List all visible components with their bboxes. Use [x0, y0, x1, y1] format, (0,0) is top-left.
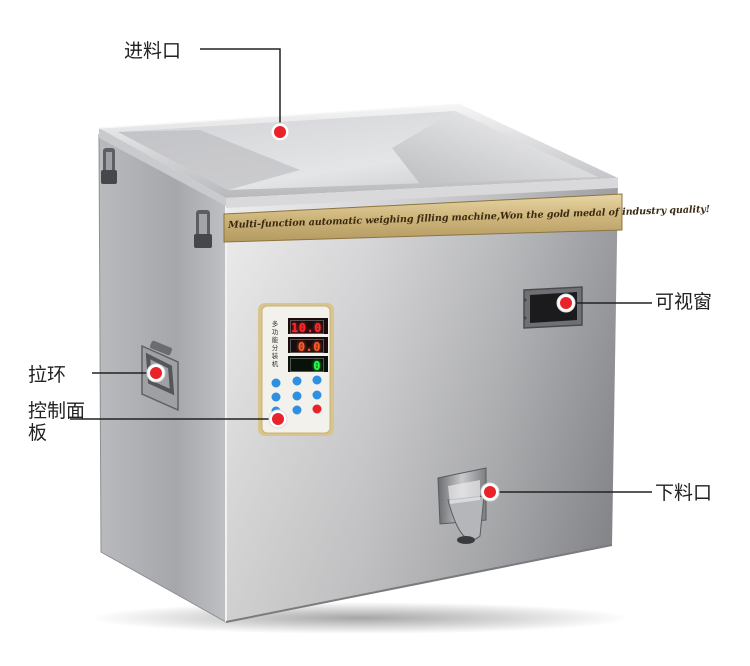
- keypad-button[interactable]: [312, 375, 322, 385]
- keypad-button[interactable]: [292, 391, 302, 401]
- product-banner: [224, 194, 622, 242]
- callout-inlet: 进料口: [124, 40, 182, 62]
- keypad-button[interactable]: [292, 376, 302, 386]
- weight-readout-middle: 0.0: [290, 339, 324, 354]
- callout-outlet: 下料口: [655, 482, 713, 504]
- leader-lines: [70, 48, 652, 493]
- marker-ring: [150, 367, 162, 379]
- callout-pull-ring: 拉环: [28, 364, 67, 386]
- keypad-button[interactable]: [271, 392, 281, 402]
- stop-button[interactable]: [312, 404, 322, 414]
- outlet-spout: [437, 467, 487, 544]
- callout-control-panel: 控制面板: [28, 400, 86, 444]
- callout-viewing-window: 可视窗: [655, 291, 713, 313]
- panel-brand-text: 多功能分装机: [271, 320, 279, 368]
- marker-outlet: [484, 486, 496, 498]
- weight-readout-top: 10.0: [290, 320, 324, 335]
- lid-latch-top: [101, 148, 117, 184]
- marker-inlet: [274, 126, 286, 138]
- keypad-button[interactable]: [312, 390, 322, 400]
- lid-latch-bottom: [194, 210, 212, 248]
- control-panel-face: 多功能分装机 10.0 0.0 0: [263, 306, 329, 433]
- floor-shadow: [90, 602, 630, 634]
- keypad-button[interactable]: [271, 378, 281, 388]
- pull-ring[interactable]: [141, 340, 179, 412]
- callout-markers: [146, 122, 576, 502]
- marker-panel: [272, 413, 284, 425]
- count-readout-bottom: 0: [290, 358, 324, 373]
- marker-window: [560, 297, 572, 309]
- keypad-button[interactable]: [292, 405, 302, 415]
